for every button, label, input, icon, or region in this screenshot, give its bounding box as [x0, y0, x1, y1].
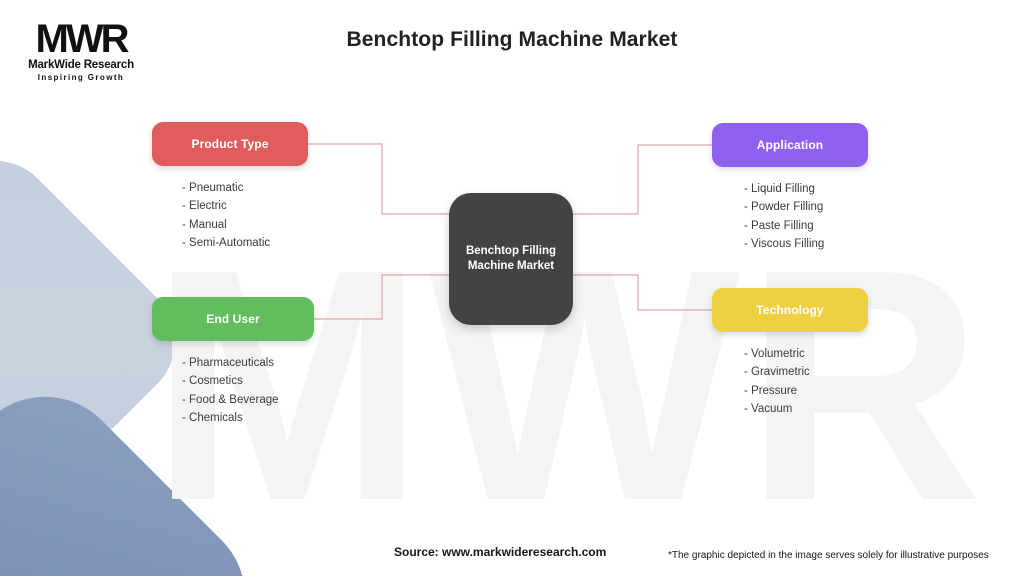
central-hub-node[interactable]: Benchtop Filling Machine Market	[449, 193, 573, 325]
branch-list-end-user: - Pharmaceuticals - Cosmetics - Food & B…	[152, 354, 314, 427]
list-item: - Pneumatic	[182, 182, 244, 194]
list-item: - Liquid Filling	[744, 183, 815, 195]
connector-technology	[570, 274, 712, 311]
central-hub-label: Benchtop Filling Machine Market	[465, 245, 557, 272]
footer-disclaimer: *The graphic depicted in the image serve…	[668, 550, 989, 561]
list-item: - Cosmetics	[182, 375, 243, 388]
page-title: Benchtop Filling Machine Market	[346, 28, 678, 51]
branch-header-application[interactable]: Application	[712, 123, 868, 167]
list-item: - Volumetric	[744, 348, 805, 360]
branch-title-end-user: End User	[206, 312, 260, 326]
list-item: - Pharmaceuticals	[182, 357, 275, 369]
branch-title-technology: Technology	[756, 303, 824, 317]
logo-mark-icon: MWR	[35, 17, 130, 61]
branch-node-product-type: Product Type - Pneumatic - Electric - Ma…	[152, 122, 308, 252]
list-item: - Chemicals	[182, 411, 243, 424]
branch-header-product-type[interactable]: Product Type	[152, 122, 308, 166]
branch-title-application: Application	[756, 138, 824, 152]
connector-application	[570, 144, 716, 215]
logo-tagline: Inspiring Growth	[37, 73, 125, 82]
branch-list-product-type: - Pneumatic - Electric - Manual - Semi-A…	[152, 179, 308, 252]
list-item: - Food & Beverage	[182, 393, 279, 406]
list-item: - Electric	[182, 200, 227, 213]
connector-end-user	[314, 274, 452, 320]
connector-product-type	[308, 143, 452, 215]
list-item: - Paste Filling	[744, 219, 814, 232]
list-item: - Powder Filling	[744, 201, 824, 214]
branch-list-application: - Liquid Filling - Powder Filling - Past…	[712, 180, 868, 253]
branch-header-end-user[interactable]: End User	[152, 297, 314, 341]
brand-logo: MWR MarkWide Research Inspiring Growth	[16, 17, 146, 82]
branch-node-technology: Technology - Volumetric - Gravimetric - …	[712, 288, 868, 418]
list-item: - Semi-Automatic	[182, 236, 271, 249]
footer-source: Source: www.markwideresearch.com	[394, 545, 607, 559]
branch-node-end-user: End User - Pharmaceuticals - Cosmetics -…	[152, 297, 314, 427]
list-item: - Gravimetric	[744, 366, 810, 379]
branch-title-product-type: Product Type	[191, 137, 269, 151]
branch-header-technology[interactable]: Technology	[712, 288, 868, 332]
list-item: - Manual	[182, 218, 227, 231]
list-item: - Pressure	[744, 384, 798, 397]
logo-company-name: MarkWide Research	[28, 59, 134, 71]
list-item: - Viscous Filling	[744, 237, 825, 250]
list-item: - Vacuum	[744, 402, 793, 415]
branch-list-technology: - Volumetric - Gravimetric - Pressure - …	[712, 345, 868, 418]
branch-node-application: Application - Liquid Filling - Powder Fi…	[712, 123, 868, 253]
